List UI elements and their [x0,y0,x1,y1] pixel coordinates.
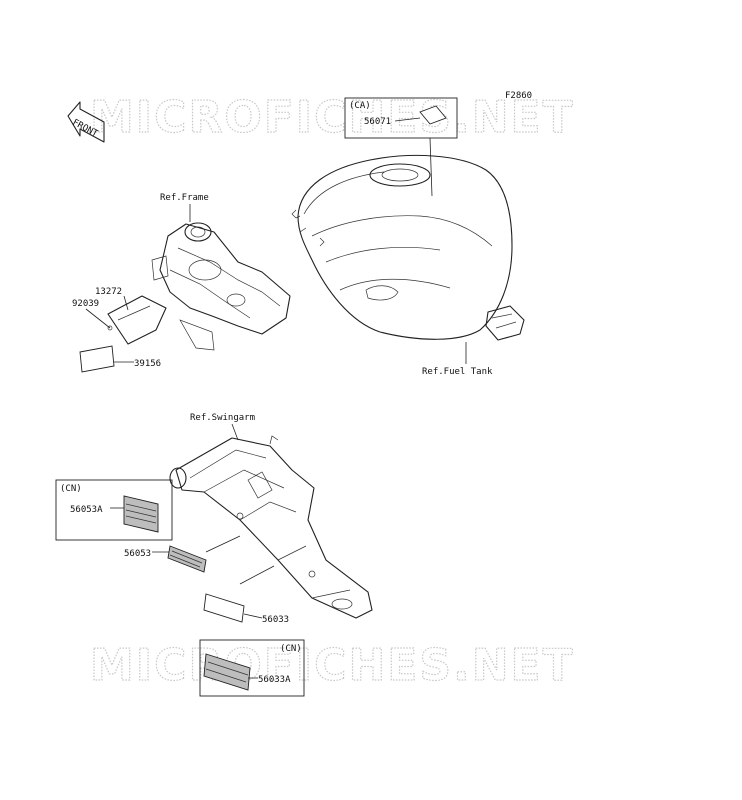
part-92039: 92039 [72,299,99,309]
fuel-tank [297,154,513,340]
frame [159,223,291,335]
decal-56071-icon [419,105,447,125]
ca-box [344,97,458,139]
decal-56033A-icon [203,653,251,691]
decal-56033-icon [203,593,245,623]
swingarm [175,437,373,619]
part-39156: 39156 [134,359,161,369]
decal-56053A-icon [123,495,159,533]
cn-region-1: (CN) [60,484,82,494]
part-56033: 56033 [262,615,289,625]
part-56053A: 56053A [70,505,103,515]
ref-fuel-tank: Ref.Fuel Tank [422,367,493,377]
decal-56053-icon [167,545,207,573]
bracket-13272 [107,295,167,345]
fuel-cap [369,163,431,187]
watermark-top: MICROFICHES.NET [90,92,575,143]
swingarm-group: Ref.Swingarm (CN) 56053A 56053 56033 [55,413,373,697]
fuel-tank-group: (CA) 56071 Ref.Fuel Tank [291,97,525,377]
watermark-bottom: MICROFICHES.NET [90,640,575,691]
cn-box-2 [199,639,305,697]
part-56053: 56053 [124,549,151,559]
part-56033A: 56033A [258,675,291,685]
frame-group: Ref.Frame 13272 92039 39156 [72,193,291,373]
ca-region: (CA) [349,101,371,111]
cn-box-1 [55,479,173,541]
ref-swingarm: Ref.Swingarm [190,413,255,423]
ref-frame: Ref.Frame [160,193,209,203]
part-56071: 56071 [364,117,391,127]
decal-39156-icon [79,345,115,373]
cn-region-2: (CN) [280,644,302,654]
figure-code: F2860 [505,91,532,101]
part-13272: 13272 [95,287,122,297]
